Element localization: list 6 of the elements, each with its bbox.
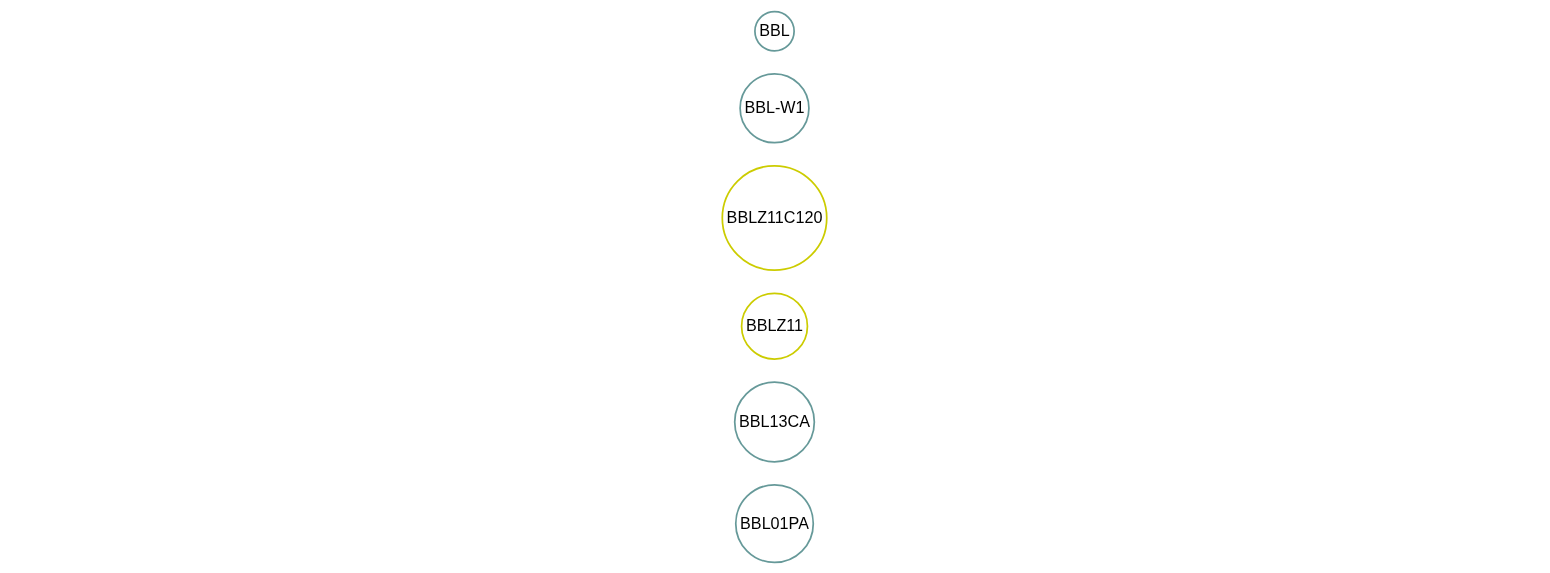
- node-circle: BBLZ11C120: [721, 164, 829, 271]
- node-circle: BBL: [754, 10, 796, 52]
- node-circle: BBL13CA: [734, 380, 816, 463]
- node-circle: BBLZ11: [741, 291, 809, 360]
- node-circle: BBL01PA: [735, 483, 815, 563]
- node-circle: BBL-W1: [739, 72, 811, 144]
